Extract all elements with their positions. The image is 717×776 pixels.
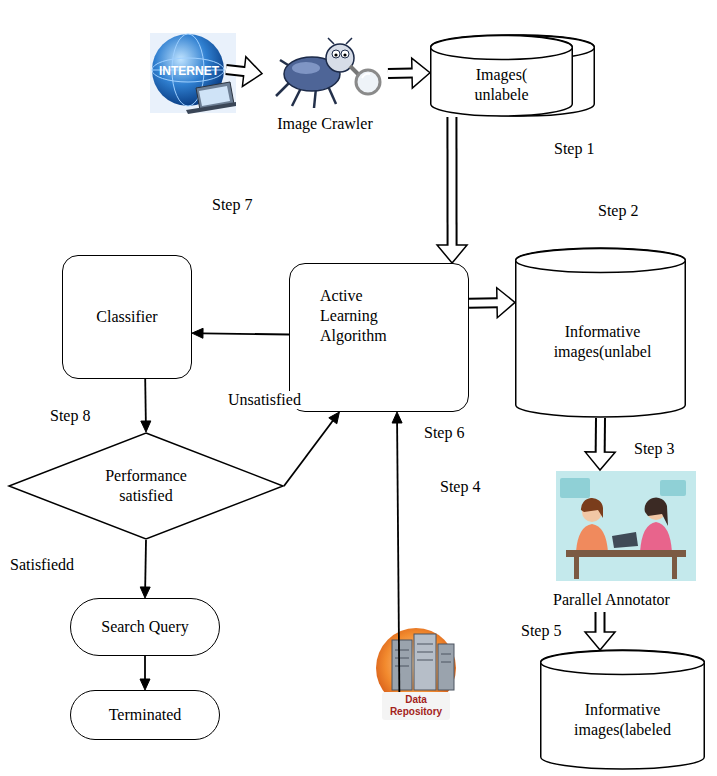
process-box: Classifier xyxy=(62,255,192,379)
node-text: Informative images(labeled xyxy=(563,700,683,740)
flow-arrow xyxy=(192,328,289,338)
step-label: Step 5 xyxy=(519,622,563,640)
flow-arrow xyxy=(140,656,150,690)
flow-arrow xyxy=(469,288,515,318)
edge-label: Unsatisfied xyxy=(226,391,303,409)
flow-arrow xyxy=(284,412,339,486)
flow-arrow xyxy=(226,57,262,87)
node-text: Search Query xyxy=(101,617,189,637)
node-text: Active Learning Algorithm xyxy=(320,286,416,346)
diamond-outline xyxy=(8,432,284,540)
terminal-box: Search Query xyxy=(70,598,220,656)
step-label: Step 3 xyxy=(632,440,676,458)
flow-arrow xyxy=(437,117,467,263)
repository-icon xyxy=(376,628,456,720)
flow-arrow xyxy=(140,540,150,598)
annotator-picture xyxy=(556,471,696,581)
terminal-box: Terminated xyxy=(70,690,220,740)
node-text: Terminated xyxy=(109,705,182,725)
decision-diamond: Performance satisfied xyxy=(8,432,284,540)
flow-arrow xyxy=(585,418,615,470)
database-cylinder: Images( unlabele xyxy=(430,35,595,117)
internet-icon xyxy=(150,33,236,114)
step-label: Step 7 xyxy=(210,196,254,214)
node-text: Informative images(unlabel xyxy=(543,322,663,362)
flow-arrow xyxy=(585,612,615,650)
repository-label: Data Repository xyxy=(384,692,448,720)
flow-arrow xyxy=(392,412,402,692)
annotator-label: Parallel Annotator xyxy=(523,470,700,612)
node-text: INTERNET xyxy=(159,64,219,79)
step-label: Step 4 xyxy=(438,478,482,496)
process-box: Active Learning Algorithm xyxy=(289,263,469,412)
step-label: Step 2 xyxy=(596,202,640,220)
step-label: Step 8 xyxy=(48,407,92,425)
node-text: Performance satisfied xyxy=(94,466,198,506)
step-label: Step 1 xyxy=(552,140,596,158)
node-text: Images( unlabele xyxy=(466,65,538,105)
database-cylinder: Informative images(labeled xyxy=(540,650,705,770)
flow-arrow xyxy=(388,58,430,88)
database-cylinder: Informative images(unlabel xyxy=(515,248,686,418)
node-text: Data Repository xyxy=(384,694,448,719)
edge-label: Satisfiedd xyxy=(8,556,76,574)
node-text: Parallel Annotator xyxy=(553,590,670,610)
crawler-bug xyxy=(276,38,380,108)
step-label: Step 6 xyxy=(422,424,466,442)
node-text: Image Crawler xyxy=(277,114,373,134)
node-text: Classifier xyxy=(96,307,157,327)
crawler-label: Image Crawler xyxy=(262,40,388,136)
internet-icon-label: INTERNET xyxy=(152,58,226,84)
flow-arrow xyxy=(141,379,151,432)
